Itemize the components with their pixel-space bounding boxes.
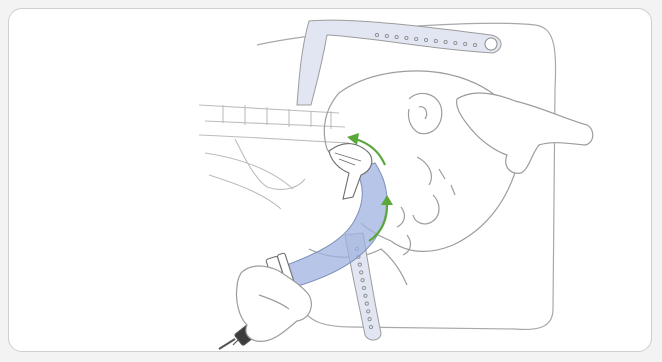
right-hand — [457, 93, 593, 173]
airway-insertion-illustration — [9, 9, 652, 352]
upper-strap — [297, 20, 501, 105]
illustration-frame — [8, 8, 652, 352]
spine-outline — [199, 105, 349, 209]
